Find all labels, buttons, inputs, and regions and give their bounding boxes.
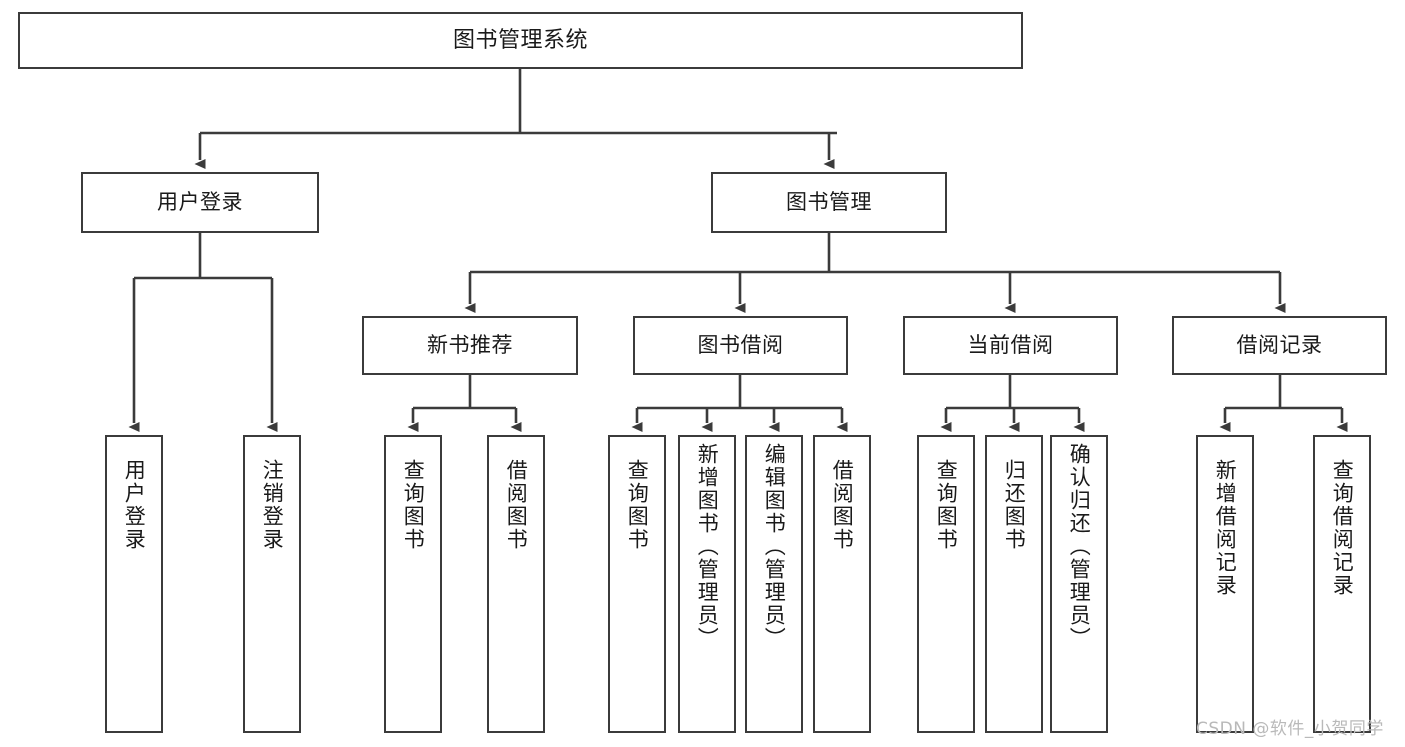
node-leaf-query-book-1-label: 查询图书 — [401, 459, 426, 551]
node-leaf-edit-book-label: 编辑图书（管理员） — [762, 443, 787, 650]
node-leaf-query-record-label: 查询借阅记录 — [1330, 459, 1355, 597]
node-leaf-return-book[interactable]: 归还图书 — [985, 435, 1043, 733]
node-book-borrow-label: 图书借阅 — [697, 333, 784, 358]
node-user-login-label: 用户登录 — [157, 190, 243, 215]
node-book-manage-label: 图书管理 — [786, 190, 872, 215]
node-new-book-rec-label: 新书推荐 — [427, 333, 513, 358]
node-leaf-query-record[interactable]: 查询借阅记录 — [1313, 435, 1371, 733]
node-leaf-add-book-label: 新增图书（管理员） — [695, 443, 720, 650]
node-leaf-borrow-book-1-label: 借阅图书 — [504, 459, 529, 551]
node-new-book-rec[interactable]: 新书推荐 — [362, 316, 578, 375]
node-leaf-query-book-3[interactable]: 查询图书 — [917, 435, 975, 733]
node-leaf-query-book-2-label: 查询图书 — [625, 459, 650, 551]
node-root-label: 图书管理系统 — [452, 27, 588, 53]
node-leaf-borrow-book-1[interactable]: 借阅图书 — [487, 435, 545, 733]
node-leaf-logout[interactable]: 注销登录 — [243, 435, 301, 733]
node-book-borrow[interactable]: 图书借阅 — [633, 316, 848, 375]
node-leaf-add-book[interactable]: 新增图书（管理员） — [678, 435, 736, 733]
node-leaf-query-book-3-label: 查询图书 — [934, 459, 959, 551]
node-current-borrow[interactable]: 当前借阅 — [903, 316, 1118, 375]
node-user-login[interactable]: 用户登录 — [81, 172, 319, 233]
node-leaf-borrow-book-2-label: 借阅图书 — [830, 459, 855, 551]
node-leaf-borrow-book-2[interactable]: 借阅图书 — [813, 435, 871, 733]
node-leaf-confirm-return[interactable]: 确认归还（管理员） — [1050, 435, 1108, 733]
node-leaf-query-book-2[interactable]: 查询图书 — [608, 435, 666, 733]
node-book-manage[interactable]: 图书管理 — [711, 172, 947, 233]
node-leaf-edit-book[interactable]: 编辑图书（管理员） — [745, 435, 803, 733]
node-leaf-confirm-return-label: 确认归还（管理员） — [1067, 443, 1092, 650]
node-borrow-record-label: 借阅记录 — [1236, 333, 1323, 358]
node-borrow-record[interactable]: 借阅记录 — [1172, 316, 1387, 375]
node-current-borrow-label: 当前借阅 — [967, 333, 1054, 358]
node-leaf-add-record-label: 新增借阅记录 — [1213, 459, 1238, 597]
node-leaf-add-record[interactable]: 新增借阅记录 — [1196, 435, 1254, 733]
node-leaf-return-book-label: 归还图书 — [1002, 459, 1027, 551]
node-leaf-user-login-label: 用户登录 — [122, 459, 147, 551]
node-leaf-logout-label: 注销登录 — [260, 459, 285, 551]
watermark-text: CSDN @软件_小贺同学 — [1196, 719, 1384, 739]
node-leaf-query-book-1[interactable]: 查询图书 — [384, 435, 442, 733]
node-leaf-user-login[interactable]: 用户登录 — [105, 435, 163, 733]
node-root[interactable]: 图书管理系统 — [18, 12, 1023, 69]
